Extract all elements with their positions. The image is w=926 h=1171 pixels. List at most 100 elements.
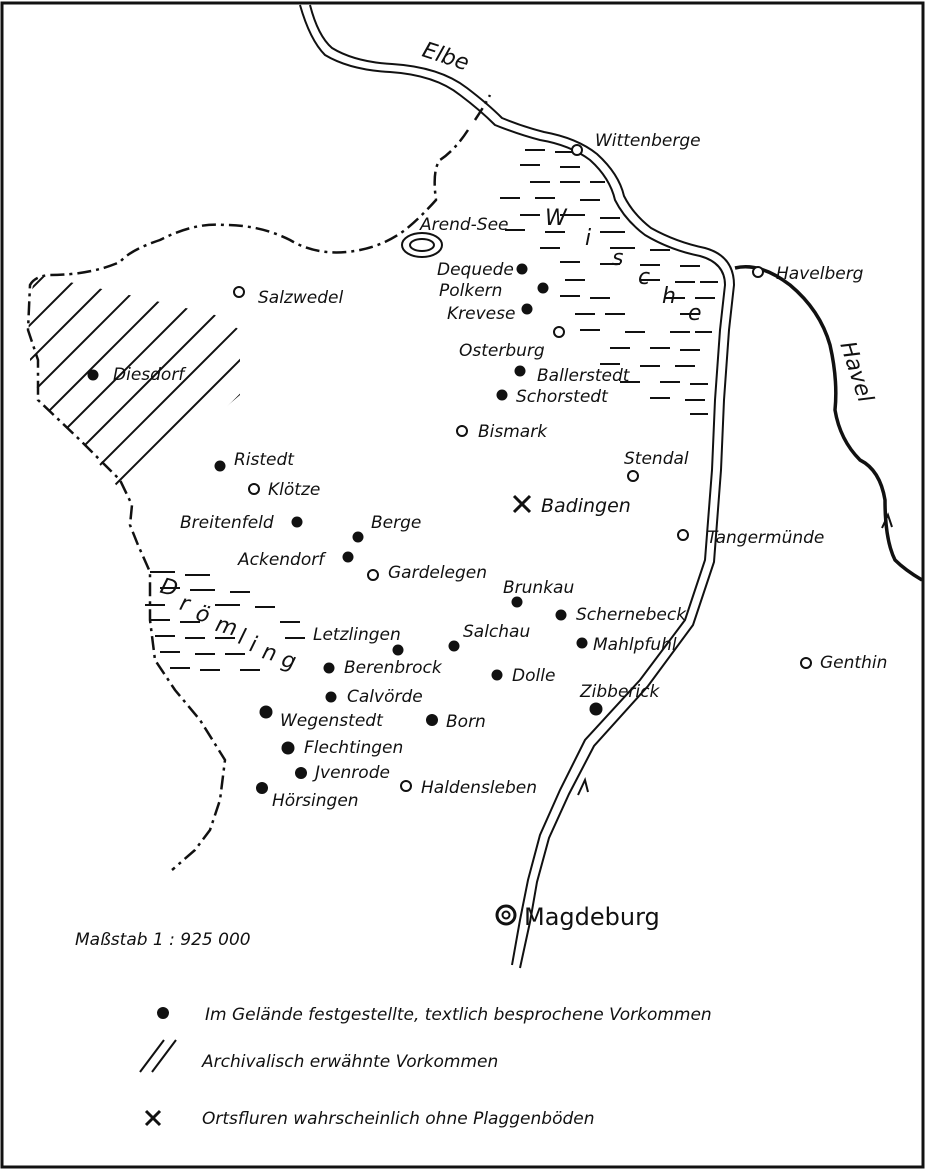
svg-text:e: e — [688, 301, 702, 326]
arend-see-lake — [401, 232, 443, 258]
label-calvoerde: Calvörde — [347, 687, 423, 707]
dot-salchau — [448, 640, 460, 652]
label-dolle: Dolle — [512, 666, 555, 686]
label-osterburg: Osterburg — [459, 341, 545, 361]
svg-text:r: r — [177, 591, 194, 618]
label-bismark: Bismark — [478, 422, 548, 442]
marker-gardelegen — [367, 569, 379, 581]
svg-text:D: D — [157, 574, 180, 603]
svg-text:c: c — [638, 265, 650, 290]
droemling-marsh — [145, 571, 305, 671]
label-ristedt: Ristedt — [234, 450, 295, 470]
label-magdeburg: Magdeburg — [524, 903, 660, 931]
scale-label: Maßstab 1 : 925 000 — [75, 930, 251, 950]
legend-dot-icon — [157, 1007, 169, 1019]
marker-kloetze — [248, 483, 260, 495]
label-ackendorf: Ackendorf — [237, 550, 327, 570]
svg-text:l: l — [235, 625, 247, 651]
label-letzlingen: Letzlingen — [313, 625, 401, 645]
legend: Im Gelände festgestellte, textlich bespr… — [139, 1005, 712, 1129]
dot-letzlingen — [392, 644, 404, 656]
marker-osterburg — [553, 326, 565, 338]
marker-stendal — [627, 470, 639, 482]
svg-text:s: s — [612, 246, 623, 271]
label-hoersingen: Hörsingen — [272, 791, 359, 811]
flow-arrow-havel — [881, 512, 893, 529]
dot-calvoerde — [325, 691, 337, 703]
label-wegenstedt: Wegenstedt — [280, 711, 384, 731]
town-markers — [233, 144, 812, 926]
place-labels: Wittenberge Arend-See Havelberg Salzwede… — [113, 131, 887, 931]
wische-label: W i s c h e — [545, 206, 702, 326]
occurrence-markers — [87, 263, 603, 794]
dot-schorstedt — [496, 389, 508, 401]
label-schernebeck: Schernebeck — [576, 605, 687, 625]
label-breitenfeld: Breitenfeld — [180, 513, 274, 533]
label-tangermuende: Tangermünde — [707, 528, 824, 548]
label-berge: Berge — [371, 513, 421, 533]
cross-badingen — [512, 494, 532, 514]
dot-ballerstedt — [514, 365, 526, 377]
label-kloetze: Klötze — [268, 480, 320, 500]
marker-wittenberge — [571, 144, 583, 156]
dot-dequede — [516, 263, 528, 275]
dot-ackendorf — [342, 551, 354, 563]
svg-text:W: W — [545, 206, 568, 231]
svg-text:ö: ö — [193, 601, 212, 629]
svg-text:n: n — [259, 639, 279, 667]
label-ballerstedt: Ballerstedt — [537, 366, 631, 386]
elbe-river — [299, 4, 736, 969]
label-haldensleben: Haldensleben — [421, 778, 537, 798]
label-born: Born — [446, 712, 486, 732]
label-wittenberge: Wittenberge — [595, 131, 701, 151]
label-schorstedt: Schorstedt — [516, 387, 609, 407]
marker-tangermuende — [677, 529, 689, 541]
dot-wegenstedt — [259, 705, 273, 719]
legend-without-plaggen: Ortsfluren wahrscheinlich ohne Plaggenbö… — [202, 1109, 595, 1129]
marker-magdeburg-inner — [501, 910, 511, 920]
svg-text:i: i — [247, 632, 259, 658]
dot-berge — [352, 531, 364, 543]
archival-hatch-region — [28, 275, 240, 491]
dot-flechtingen — [281, 741, 295, 755]
droemling-label: D r ö m l i n g — [157, 574, 298, 675]
marker-salzwedel — [233, 286, 245, 298]
dot-breitenfeld — [291, 516, 303, 528]
label-badingen: Badingen — [541, 495, 631, 517]
marker-bismark — [456, 425, 468, 437]
svg-text:i: i — [585, 226, 591, 251]
flow-arrow-elbe — [577, 777, 589, 796]
label-ivenrode: Jvenrode — [312, 763, 390, 783]
dot-hoersingen — [256, 782, 268, 794]
marker-genthin — [800, 657, 812, 669]
dot-krevese — [521, 303, 533, 315]
label-salzwedel: Salzwedel — [258, 288, 343, 308]
dot-ristedt — [214, 460, 226, 472]
label-brunkau: Brunkau — [503, 578, 574, 598]
label-arend-see: Arend-See — [419, 215, 509, 235]
dot-diesdorf — [87, 369, 99, 381]
marker-havelberg — [752, 266, 764, 278]
label-stendal: Stendal — [624, 449, 689, 469]
label-diesdorf: Diesdorf — [113, 365, 187, 385]
wische-marsh — [500, 149, 718, 415]
label-gardelegen: Gardelegen — [388, 563, 487, 583]
dot-ivenrode — [295, 767, 307, 779]
label-zibberick: Zibberick — [579, 682, 660, 702]
label-salchau: Salchau — [463, 622, 530, 642]
dot-mahlpfuhl — [576, 637, 588, 649]
label-dequede: Dequede — [437, 260, 514, 280]
dot-dolle — [491, 669, 503, 681]
label-flechtingen: Flechtingen — [304, 738, 403, 758]
havel-river — [734, 265, 923, 582]
dot-brunkau — [511, 596, 523, 608]
elbe-label: Elbe — [419, 38, 472, 76]
dot-berenbrock — [323, 662, 335, 674]
legend-archival: Archivalisch erwähnte Vorkommen — [201, 1052, 498, 1072]
label-berenbrock: Berenbrock — [344, 658, 443, 678]
label-polkern: Polkern — [439, 281, 502, 301]
label-havelberg: Havelberg — [776, 264, 864, 284]
